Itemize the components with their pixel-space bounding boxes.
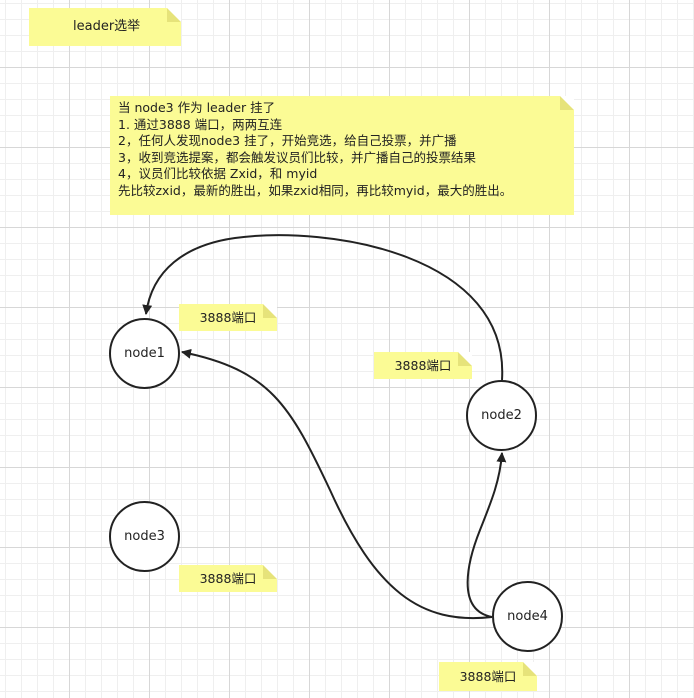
description-line: 3，收到竞选提案，都会触发议员们比较，并广播自己的投票结果: [118, 149, 476, 165]
port-note-text: 3888端口: [199, 571, 257, 586]
node1-label: node1: [124, 346, 165, 361]
port-note-node2: 3888端口: [374, 352, 472, 379]
port-note-text: 3888端口: [459, 669, 517, 684]
node2-circle: node2: [466, 380, 537, 451]
port-note-node1: 3888端口: [179, 304, 277, 331]
node4-label: node4: [507, 609, 548, 624]
node2-label: node2: [481, 408, 522, 423]
description-line: 4，议员们比较依据 Zxid，和 myid: [118, 166, 318, 181]
description-line: 当 node3 作为 leader 挂了: [118, 100, 276, 115]
port-note-node4: 3888端口: [439, 662, 537, 691]
node4-circle: node4: [492, 581, 563, 652]
port-note-text: 3888端口: [394, 358, 452, 373]
node3-circle: node3: [109, 501, 180, 572]
port-note-node3: 3888端口: [179, 565, 277, 592]
description-line: 2，任何人发现node3 挂了，开始竞选，给自己投票，并广播: [118, 133, 457, 148]
arrow-node4-to-node1: [181, 348, 493, 619]
arrow-node4-to-node2: [466, 452, 507, 618]
description-line: 1. 通过3888 端口，两两互连: [118, 116, 283, 132]
port-note-text: 3888端口: [199, 310, 257, 325]
description-line: 先比较zxid，最新的胜出，如果zxid相同，再比较myid，最大的胜出。: [118, 182, 513, 198]
title-note: leader选举: [29, 8, 181, 46]
arrow-node2-to-node1: [142, 234, 504, 381]
description-note: 当 node3 作为 leader 挂了 1. 通过3888 端口，两两互连 2…: [110, 96, 574, 215]
title-note-text: leader选举: [73, 19, 141, 34]
node1-circle: node1: [109, 318, 180, 389]
node3-label: node3: [124, 529, 165, 544]
